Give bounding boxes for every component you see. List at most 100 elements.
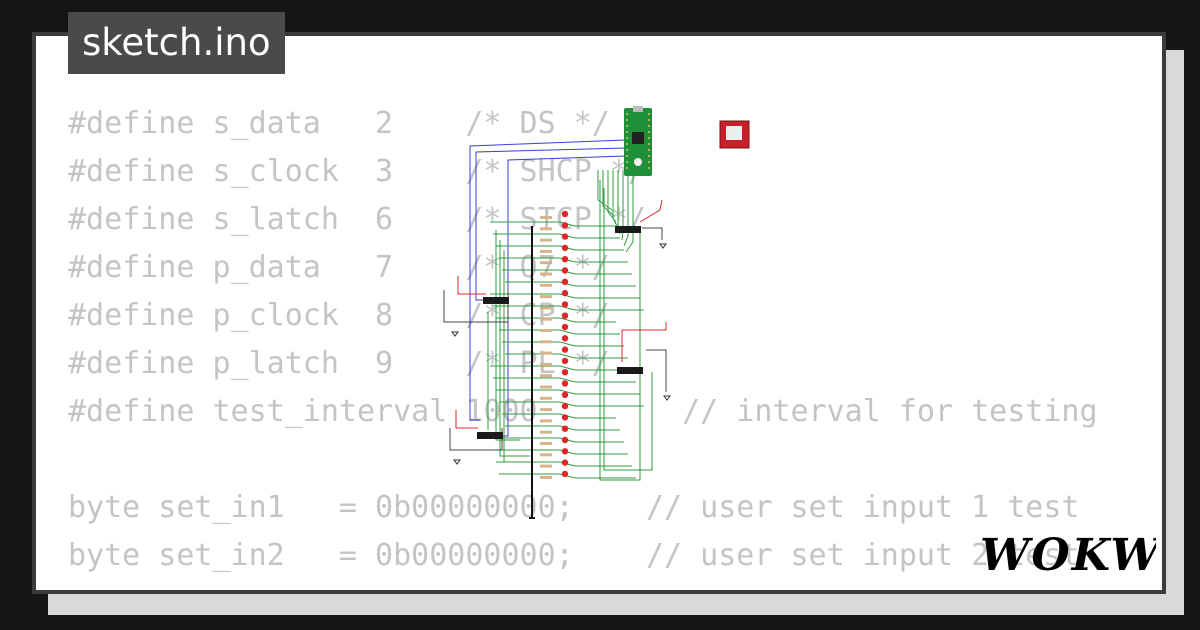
led bbox=[561, 414, 569, 421]
pico-pin bbox=[626, 125, 628, 127]
code-editor: #define s_data 2 /* DS */#define s_clock… bbox=[68, 100, 1098, 590]
wire bbox=[597, 170, 613, 211]
resistor bbox=[540, 408, 552, 412]
resistor bbox=[540, 362, 552, 366]
resistor bbox=[540, 374, 552, 378]
led bbox=[561, 210, 569, 218]
led bbox=[561, 233, 569, 240]
wire bbox=[475, 147, 627, 301]
file-tab[interactable]: sketch.ino bbox=[68, 12, 285, 74]
wire bbox=[496, 317, 616, 323]
wire bbox=[493, 305, 644, 311]
wire bbox=[469, 139, 627, 421]
led bbox=[561, 256, 569, 263]
resistor bbox=[540, 227, 552, 231]
wire bbox=[505, 353, 628, 359]
code-line: #define s_data 2 /* DS */ bbox=[68, 106, 610, 141]
preview-card: #define s_data 2 /* DS */#define s_clock… bbox=[32, 32, 1166, 594]
ground-icon bbox=[453, 459, 461, 465]
pico-pin bbox=[648, 149, 650, 151]
led bbox=[561, 402, 569, 410]
resistor bbox=[540, 329, 552, 332]
pico-pin bbox=[648, 131, 650, 133]
resistor bbox=[540, 396, 552, 400]
wire bbox=[443, 290, 509, 323]
led bbox=[561, 222, 569, 229]
wire bbox=[493, 233, 620, 239]
resistor bbox=[540, 249, 552, 253]
led bbox=[561, 459, 569, 466]
wire bbox=[502, 341, 624, 347]
led bbox=[561, 312, 569, 319]
wire bbox=[499, 473, 636, 479]
resistor bbox=[540, 351, 552, 355]
code-line: #define p_clock 8 /* CP */ bbox=[68, 298, 610, 333]
code-line: #define test_interval 1000 // interval f… bbox=[68, 394, 1098, 429]
resistor bbox=[540, 475, 552, 479]
resistor bbox=[540, 261, 552, 265]
code-line: #define p_data 7 /* Q7 */ bbox=[68, 250, 610, 285]
wokwi-logo-text: WOKWi bbox=[980, 530, 1156, 581]
resistor bbox=[540, 295, 552, 299]
wires bbox=[443, 139, 667, 519]
wire bbox=[499, 401, 644, 407]
pico-pin bbox=[626, 149, 628, 151]
wire bbox=[639, 199, 663, 223]
pico-pin bbox=[626, 167, 628, 169]
led bbox=[561, 278, 569, 285]
led bbox=[561, 391, 569, 398]
wire bbox=[646, 349, 667, 392]
led bbox=[561, 301, 569, 308]
resistor bbox=[540, 272, 552, 276]
resistor bbox=[540, 238, 552, 242]
wire bbox=[612, 170, 619, 229]
resistor bbox=[540, 283, 552, 287]
ground-icon bbox=[659, 243, 667, 249]
wire bbox=[625, 170, 634, 253]
shift-register-chip bbox=[617, 367, 643, 374]
code-line: #define s_latch 6 /* STCP */ bbox=[68, 202, 646, 237]
led bbox=[561, 335, 569, 342]
ground-icon bbox=[451, 331, 459, 337]
pico-pin bbox=[626, 143, 628, 145]
led bbox=[561, 436, 569, 444]
wire bbox=[490, 221, 616, 227]
parts bbox=[451, 106, 750, 479]
led bbox=[561, 470, 569, 478]
pico-pin bbox=[626, 113, 628, 115]
resistor bbox=[540, 216, 552, 219]
shift-register-chip bbox=[477, 432, 503, 439]
led bbox=[561, 289, 569, 297]
led bbox=[561, 267, 569, 274]
led bbox=[561, 380, 569, 387]
shift-register-chip bbox=[615, 226, 641, 233]
code-line: byte def_in1 = 0b00000000; // user defin… bbox=[68, 580, 1098, 590]
pico-pin bbox=[648, 125, 650, 127]
shift-register-chip bbox=[483, 297, 509, 304]
pico-pin bbox=[626, 161, 628, 163]
led bbox=[561, 425, 569, 432]
resistor bbox=[540, 464, 552, 468]
led bbox=[561, 346, 569, 353]
code-line: #define p_latch 9 /* PL */ bbox=[68, 346, 610, 381]
resistor bbox=[540, 306, 552, 310]
ground-icon bbox=[663, 395, 671, 401]
resistor bbox=[540, 419, 552, 423]
wire bbox=[642, 227, 663, 240]
wire bbox=[499, 329, 620, 335]
wire bbox=[502, 413, 616, 419]
raspberry-logo-icon bbox=[634, 158, 642, 166]
wire bbox=[493, 377, 636, 383]
wire bbox=[490, 293, 640, 299]
sd-card-slot bbox=[726, 126, 742, 140]
pico-pin bbox=[648, 137, 650, 139]
wire bbox=[493, 449, 628, 455]
led bbox=[561, 323, 569, 331]
pico-pin bbox=[626, 131, 628, 133]
pico-pin bbox=[626, 119, 628, 121]
pico-pin bbox=[648, 143, 650, 145]
pico-pin bbox=[648, 167, 650, 169]
wire bbox=[455, 410, 478, 429]
usb-port bbox=[633, 106, 643, 112]
